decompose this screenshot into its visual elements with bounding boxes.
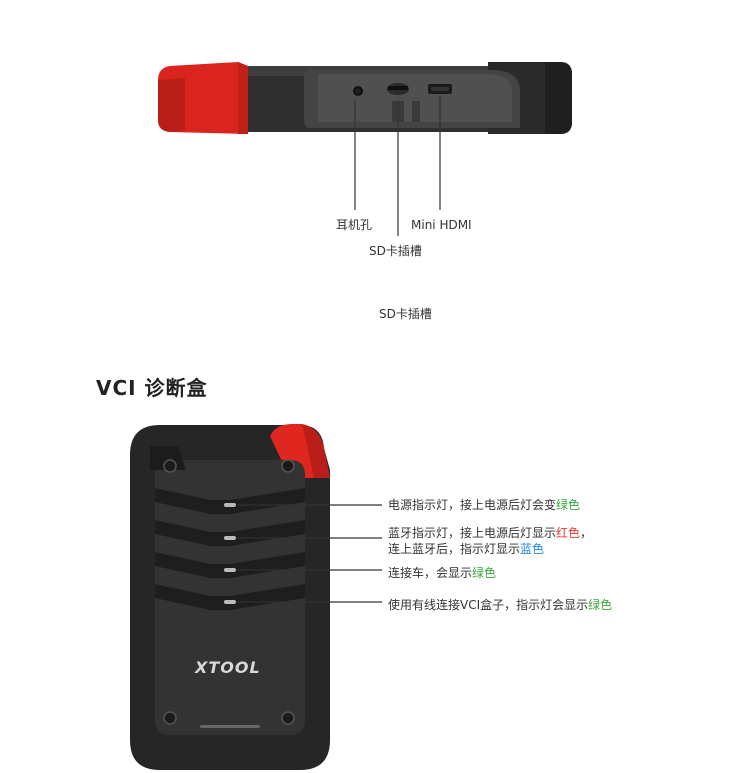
- mini-hdmi-label: Mini HDMI: [411, 218, 472, 232]
- xtool-logo: XTOOL: [195, 658, 261, 677]
- led-2-text: 蓝牙指示灯，接上电源后灯显示: [388, 526, 557, 540]
- sd-slot-label: SD卡插槽: [369, 244, 422, 258]
- earphone-jack-label: 耳机孔: [336, 218, 373, 232]
- led-4-text: 使用有线连接VCI盒子，指示灯会显示: [388, 598, 589, 612]
- led-4-description: 使用有线连接VCI盒子，指示灯会显示绿色: [388, 597, 612, 613]
- led-2-color-1: 红色: [556, 526, 581, 540]
- led-3-text: 连接车，会显示: [388, 566, 473, 580]
- led-1-color: 绿色: [556, 498, 581, 512]
- led-2-color-2: 蓝色: [520, 542, 545, 556]
- section-title: VCI 诊断盒: [96, 376, 208, 400]
- sd-slot-caption: SD卡插槽: [379, 307, 432, 321]
- led-2-description-line1: 蓝牙指示灯，接上电源后灯显示红色，: [388, 525, 592, 541]
- led-2-suffix: ，: [580, 526, 593, 540]
- led-2-text-2: 连上蓝牙后，指示灯显示: [388, 542, 521, 556]
- led-1-text: 电源指示灯，接上电源后灯会变: [388, 498, 557, 512]
- led-2-description-line2: 连上蓝牙后，指示灯显示蓝色: [388, 541, 544, 557]
- tablet-edge-illustration: [158, 62, 572, 236]
- led-4-color: 绿色: [588, 598, 613, 612]
- led-3-color: 绿色: [472, 566, 497, 580]
- led-1-description: 电源指示灯，接上电源后灯会变绿色: [388, 497, 580, 513]
- led-3-description: 连接车，会显示绿色: [388, 565, 496, 581]
